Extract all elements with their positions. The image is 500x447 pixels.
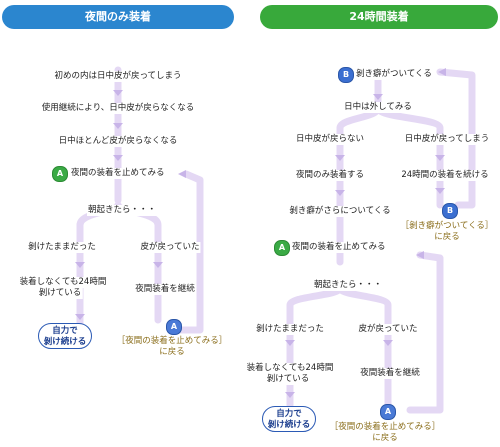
- left-branch-peeled: 剝けたままだった: [27, 242, 97, 253]
- right-continue-24h: 24時間の装着を続ける: [400, 170, 490, 181]
- arrow-return-right-b: [438, 68, 446, 76]
- right-branch2-returned: 皮が戻っていた: [357, 324, 419, 335]
- left-split-right: [114, 201, 162, 324]
- arrow-right-1: [373, 94, 383, 100]
- left-no-wear-line2: 剝けている: [37, 288, 83, 299]
- arrow-right-7: [383, 340, 393, 346]
- right-step4: 夜間の装着を止めてみる: [291, 242, 387, 253]
- left-branch-returned: 皮が戻っていた: [139, 242, 201, 253]
- left-end-line1: 自力で: [52, 326, 78, 336]
- left-badge-a-return: A: [166, 319, 182, 335]
- right-step2: 日中は外してみる: [343, 102, 413, 113]
- right-branch-no-return: 日中皮が戻らない: [294, 134, 366, 145]
- left-step1: 初めの内は日中皮が戻ってしまう: [53, 71, 183, 82]
- right-habit-more: 剝き癖がさらについてくる: [288, 206, 392, 217]
- left-continue-night: 夜間装着を継続: [134, 284, 196, 295]
- right-split1-right: [374, 104, 444, 209]
- left-back-line2: に戻る: [158, 347, 186, 358]
- right-badge-a: A: [274, 240, 290, 256]
- left-step2: 使用継続により、日中皮が戻らなくなる: [40, 103, 196, 114]
- right-branch-returns: 日中皮が戻ってしまう: [403, 134, 491, 145]
- arrow-right-5: [435, 188, 445, 194]
- right-no-wear-line2: 剝けている: [265, 374, 311, 385]
- left-end-line2: 剝け続ける: [43, 337, 87, 347]
- left-end-box: 自力で 剝け続ける: [38, 323, 92, 349]
- arrow-left-5: [153, 262, 163, 268]
- arrow-right-6: [285, 340, 295, 346]
- right-branch2-peeled: 剝けたままだった: [255, 324, 325, 335]
- right-back-a-line2: に戻る: [371, 433, 399, 444]
- right-end-line1: 自力で: [276, 409, 302, 419]
- left-back-line1: ［夜間の装着を止めてみる］: [115, 336, 229, 347]
- left-badge-a: A: [52, 166, 68, 182]
- left-step5: 朝起きたら・・・: [86, 205, 158, 216]
- arrow-left-1: [113, 90, 123, 96]
- right-split2-right: [336, 284, 392, 409]
- left-split: [76, 201, 122, 334]
- left-step3: 日中ほとんど皮が戻らなくなる: [57, 136, 179, 147]
- arrow-return-right-a: [416, 251, 424, 259]
- right-step5: 朝起きたら・・・: [312, 280, 384, 291]
- right-split2: [286, 284, 344, 409]
- right-continue-night: 夜間装着を継続: [359, 368, 421, 379]
- arrow-right-8: [285, 392, 295, 398]
- arrow-right-3: [435, 155, 445, 161]
- right-end-box: 自力で 剝け続ける: [262, 406, 316, 432]
- left-loop-back: [172, 170, 204, 334]
- right-back-a-line1: ［夜間の装着を止めてみる］: [328, 422, 442, 433]
- right-back-b-line1: ［剝き癖がついてくる］: [399, 221, 495, 232]
- right-no-wear-line1: 装着しなくても24時間: [245, 363, 335, 374]
- right-badge-b: B: [338, 67, 354, 83]
- arrow-left-6: [75, 314, 85, 320]
- left-step4: 夜間の装着を止めてみる: [70, 168, 166, 179]
- right-badge-a-return: A: [380, 404, 396, 420]
- right-badge-b-return: B: [442, 203, 458, 219]
- arrow-right-4: [335, 190, 345, 196]
- arrow-return-left: [178, 170, 186, 178]
- right-end-line2: 剝け続ける: [267, 420, 311, 430]
- right-back-b-line2: に戻る: [433, 232, 461, 243]
- right-title: 24時間装着: [260, 5, 498, 29]
- arrow-left-2: [113, 123, 123, 129]
- right-loop-a: [406, 251, 444, 414]
- arrow-right-2: [335, 155, 345, 161]
- arrow-left-4: [75, 262, 85, 268]
- right-step1: 剝き癖がついてくる: [355, 69, 433, 80]
- arrow-left-3: [113, 155, 123, 161]
- right-night-only: 夜間のみ装着する: [294, 170, 366, 181]
- left-no-wear-line1: 装着しなくても24時間: [18, 277, 108, 288]
- left-title: 夜間のみ装着: [2, 5, 234, 29]
